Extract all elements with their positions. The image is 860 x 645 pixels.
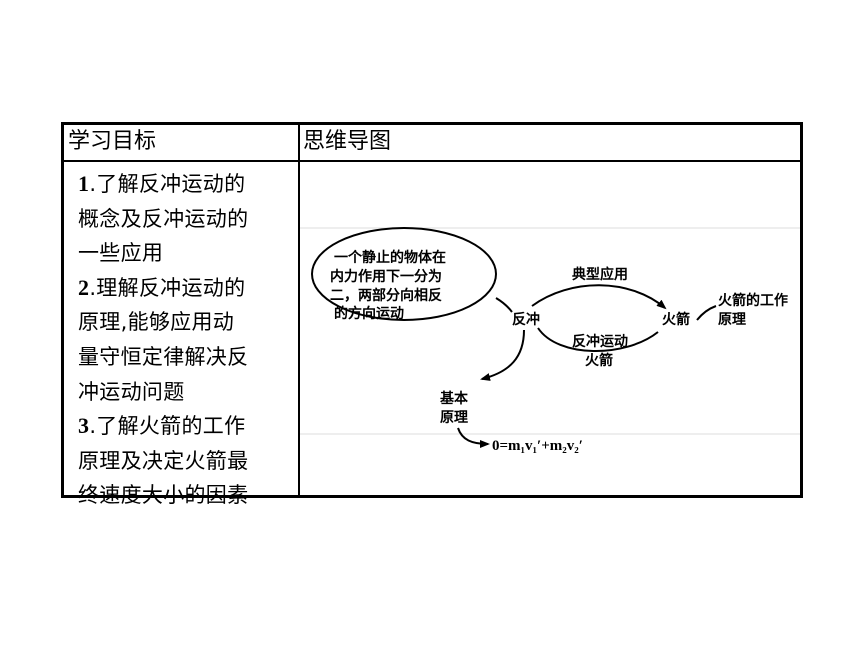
rocket-connector — [696, 305, 717, 321]
ellipse-text-line: 内力作用下一分为 — [330, 268, 442, 285]
objective-line: 1.了解反冲运动的 — [78, 171, 246, 196]
arrow-to-formula — [457, 427, 490, 448]
ellipse-text-line: 一个静止的物体在 — [334, 249, 446, 266]
objective-line: 一些应用 — [78, 241, 164, 266]
objective-line: 原理及决定火箭最 — [78, 448, 249, 473]
mind-map: 一个静止的物体在 内力作用下一分为 二，两部分向相反 的方向运动 反冲 典型应用… — [300, 162, 800, 495]
objective-line: 冲运动问题 — [78, 379, 185, 404]
objective-line: 概念及反冲运动的 — [78, 206, 249, 231]
rocket-principle-line: 原理 — [718, 312, 746, 328]
objectives-list: 1.了解反冲运动的 概念及反冲运动的 一些应用 2.理解反冲运动的 原理,能够应… — [78, 167, 294, 513]
learning-table: 学习目标 思维导图 1.了解反冲运动的 概念及反冲运动的 一些应用 2.理解反冲… — [61, 122, 803, 507]
basic-principle-line: 基本 — [440, 390, 469, 407]
objective-line: 2.理解反冲运动的 — [78, 274, 246, 300]
objective-line: 3.了解火箭的工作 — [78, 413, 246, 439]
header-mind-map: 思维导图 — [303, 129, 392, 154]
column-divider — [298, 125, 300, 495]
objective-line: 原理,能够应用动 — [78, 310, 235, 335]
lower-label-line: 火箭 — [585, 352, 613, 369]
rocket-node: 火箭 — [662, 311, 690, 328]
definition-ellipse — [311, 227, 497, 321]
rocket-principle-line: 火箭的工作 — [718, 292, 788, 309]
mind-map-diagram: 一个静止的物体在 内力作用下一分为 二，两部分向相反 的方向运动 反冲 典型应用… — [300, 227, 800, 454]
objective-line: 终速度大小的因素 — [78, 483, 249, 508]
arrow-to-rocket — [531, 284, 667, 310]
header-divider — [64, 160, 800, 162]
lower-label-line: 反冲运动 — [572, 333, 628, 350]
lower-curve — [537, 327, 659, 352]
ellipse-connector — [495, 297, 513, 313]
center-node-recoil: 反冲 — [512, 311, 540, 328]
header-learning-goals: 学习目标 — [68, 129, 157, 154]
ellipse-text-line: 二，两部分向相反 — [330, 287, 442, 304]
objective-line: 量守恒定律解决反 — [78, 344, 249, 369]
momentum-formula: 0=m₁v₁′+m₂v₂′ — [492, 438, 583, 454]
arrow-to-basic — [480, 329, 525, 381]
typical-application-label: 典型应用 — [572, 266, 628, 283]
basic-principle-line: 原理 — [440, 410, 468, 426]
ellipse-text-line: 的方向运动 — [334, 305, 404, 322]
